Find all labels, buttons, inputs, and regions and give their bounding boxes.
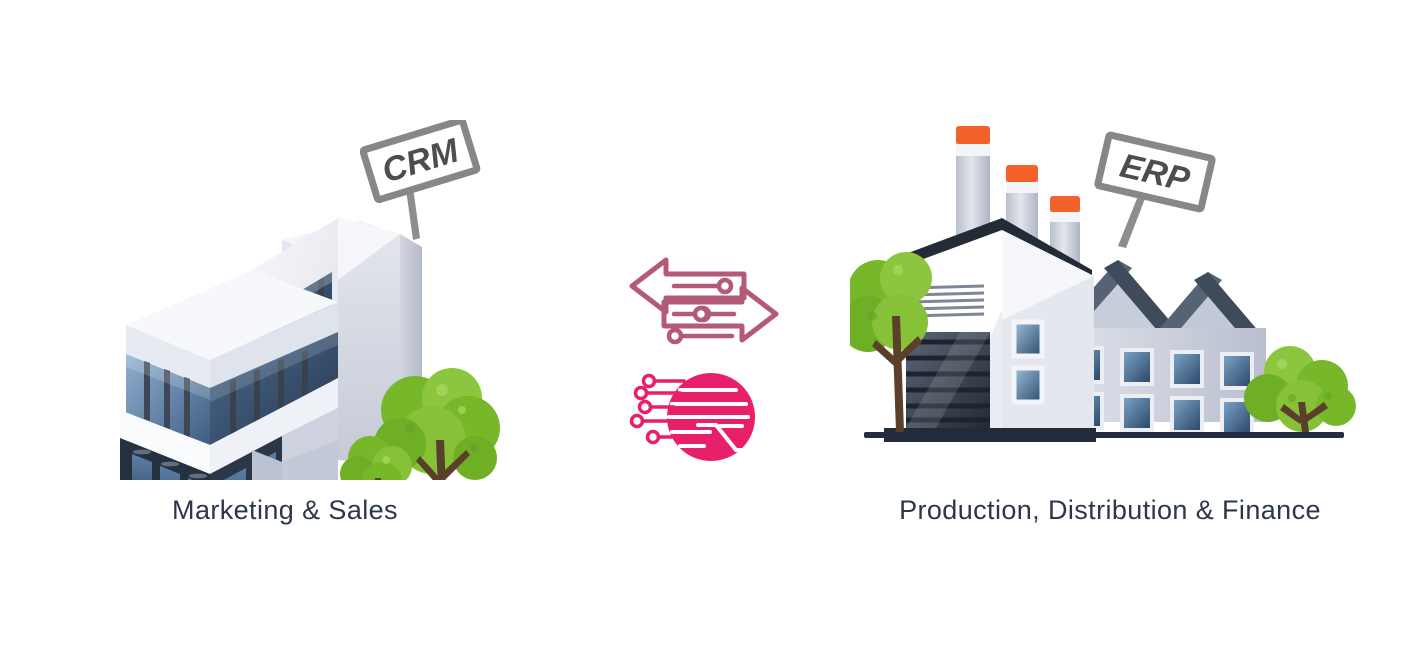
factory-front-windows xyxy=(1011,319,1045,405)
center-icon-group xyxy=(600,240,800,480)
tree-right-right-system xyxy=(1244,346,1356,432)
factory-building-illustration xyxy=(850,126,1356,442)
left-system-group: CRM Marketing & Sales xyxy=(70,110,500,530)
crm-sign: CRM xyxy=(359,116,490,240)
factory-garage-door xyxy=(906,332,990,428)
right-system-group: ERP Production, Distribution & Finance xyxy=(850,110,1370,530)
ground-line xyxy=(864,432,1344,438)
bidirectional-arrows-icon xyxy=(629,257,779,345)
erp-sign-svg: ERP xyxy=(1094,131,1216,248)
tree-right-left-system xyxy=(374,368,500,480)
right-system-caption: Production, Distribution & Finance xyxy=(899,495,1321,525)
erp-sign: ERP xyxy=(1090,130,1230,250)
office-building-illustration xyxy=(120,218,500,480)
left-system-caption: Marketing & Sales xyxy=(172,495,398,525)
digital-circuit-circle-icon xyxy=(629,373,755,461)
crm-sign-svg: CRM xyxy=(359,116,481,240)
tree-small-left-system xyxy=(340,436,412,480)
tree-left-right-system xyxy=(850,252,932,432)
